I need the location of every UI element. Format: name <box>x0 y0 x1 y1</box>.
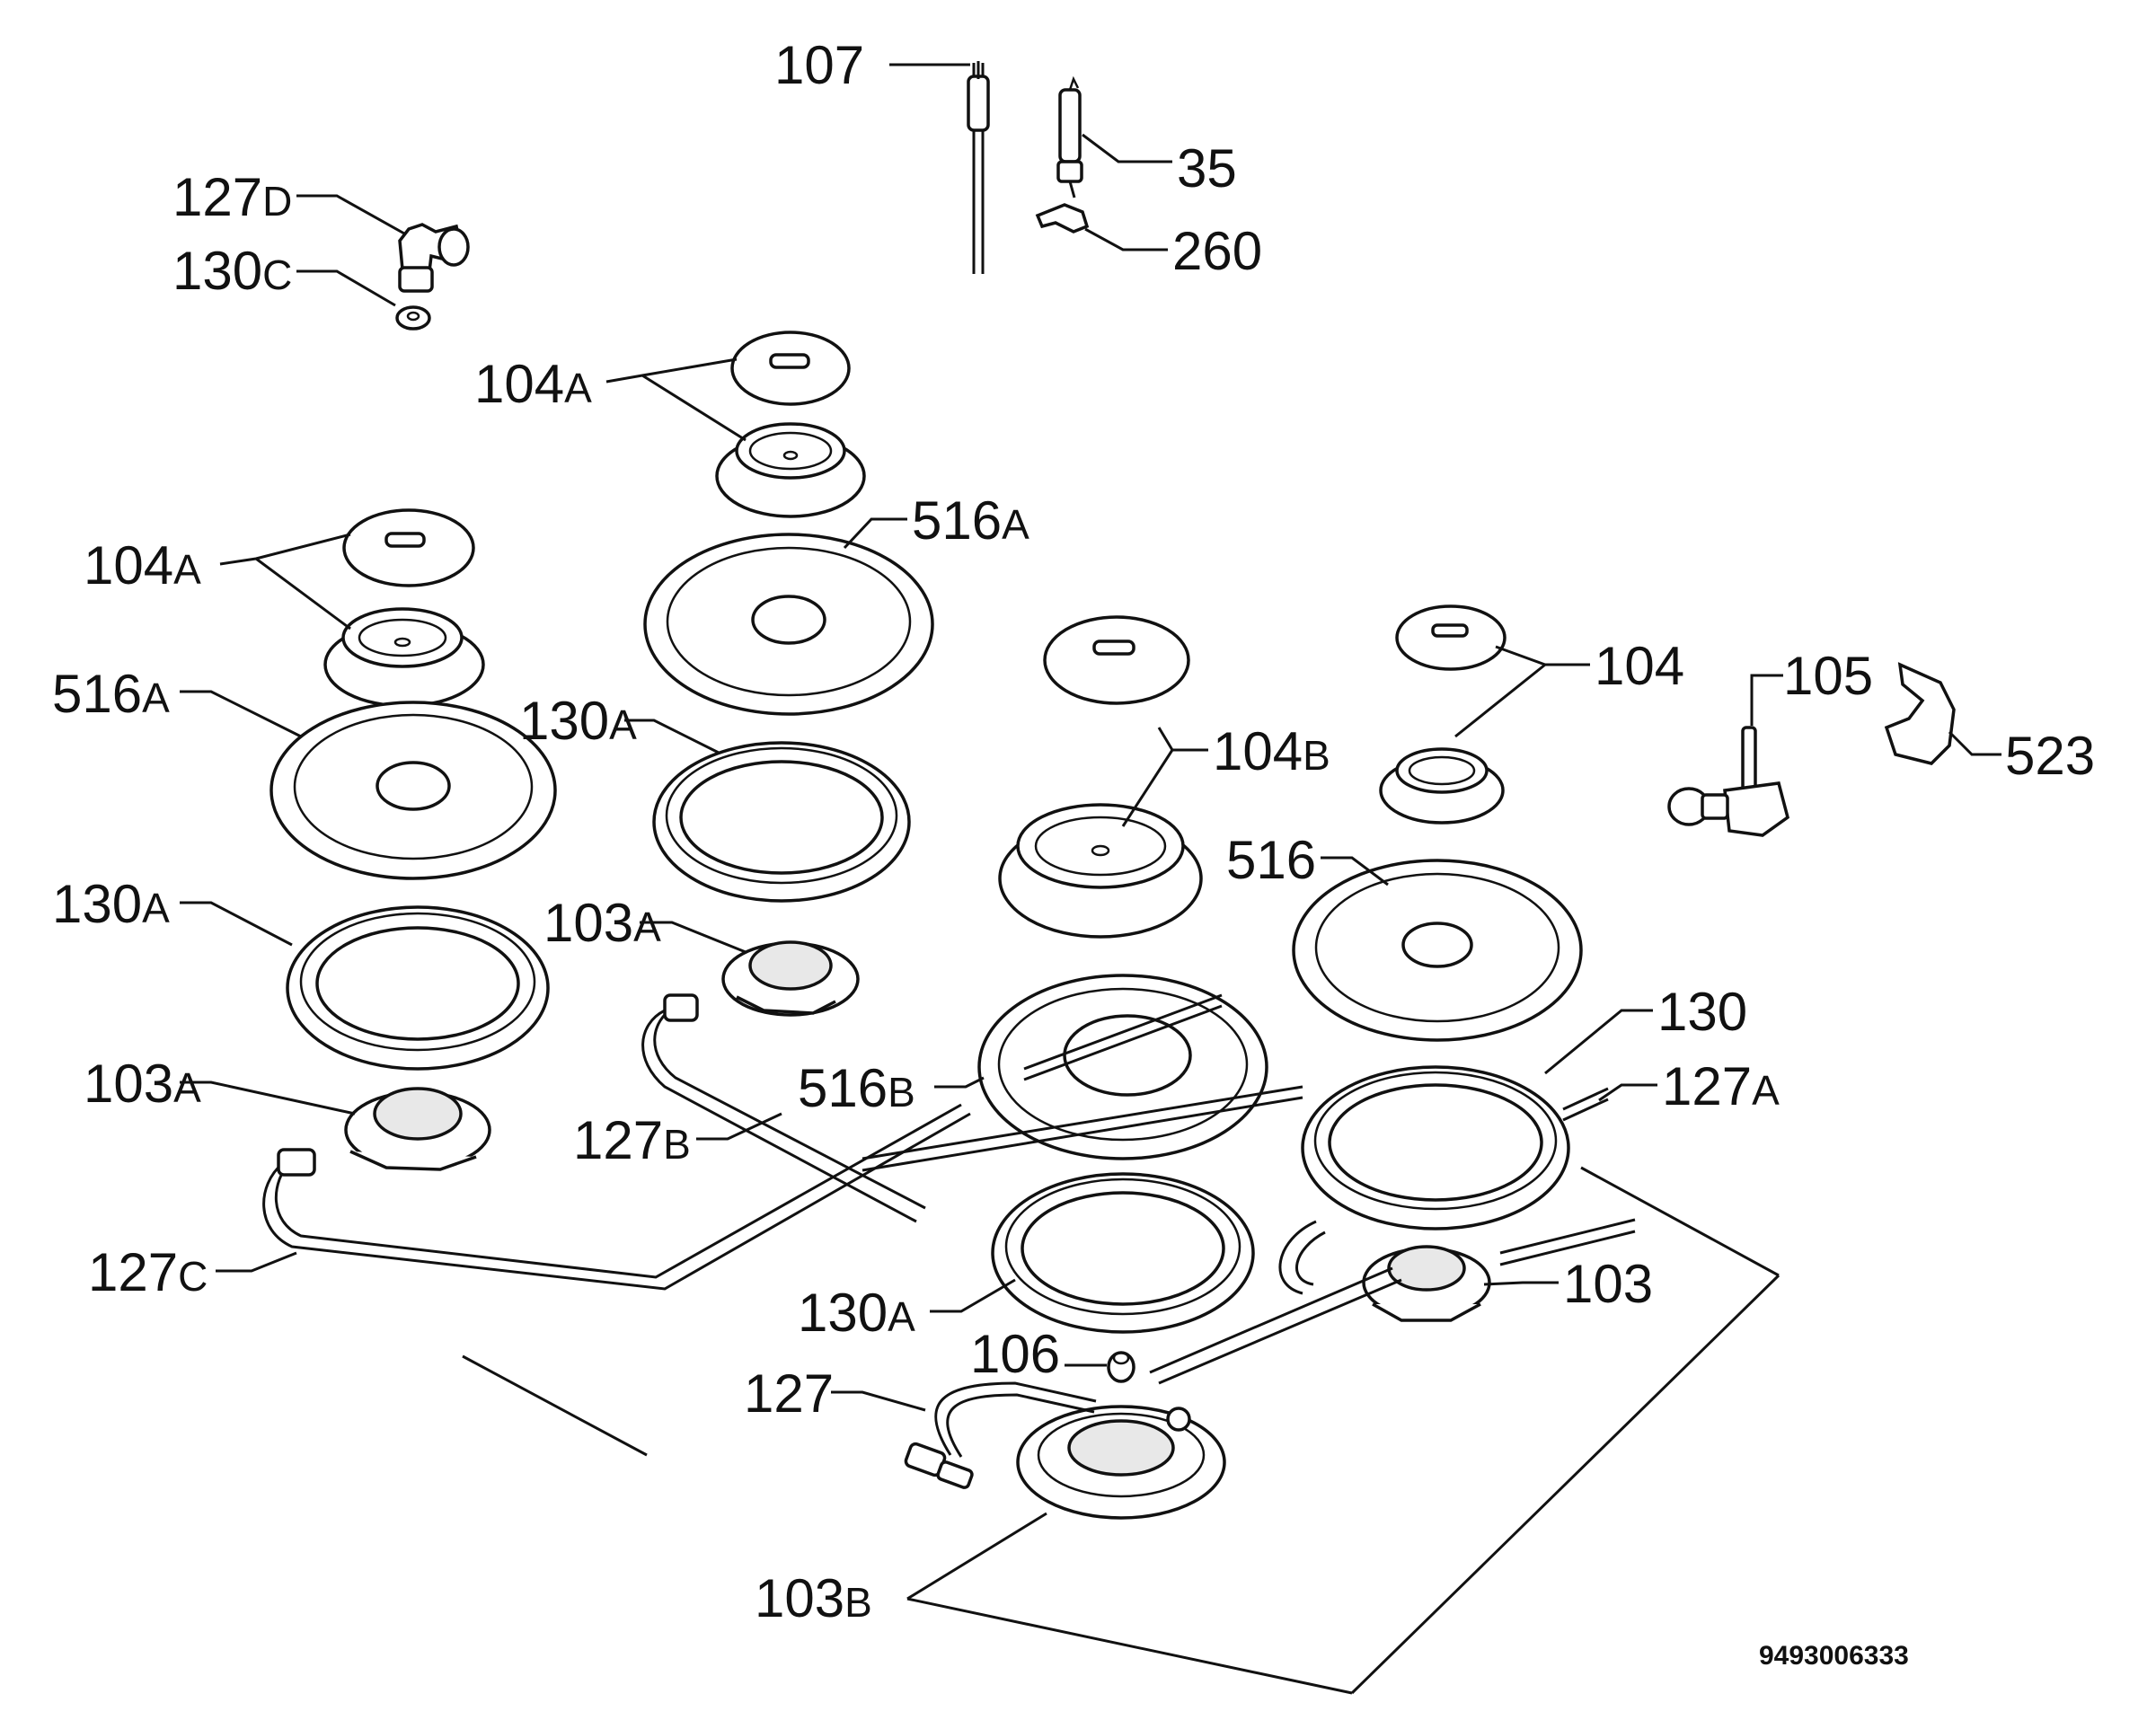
part-104b-head <box>998 803 1203 939</box>
part-130c-washer <box>395 305 431 331</box>
label-104-right: 104 <box>1595 636 1684 696</box>
part-260-clip <box>1035 203 1090 234</box>
label-103b: 103B <box>755 1568 872 1628</box>
label-127d: 127D <box>172 167 292 227</box>
label-516b: 516B <box>798 1058 915 1118</box>
label-516a-left: 516A <box>52 664 170 724</box>
label-107: 107 <box>774 35 864 95</box>
part-104a-left-cap <box>342 508 475 587</box>
drawing-code: 9493006333 <box>1759 1641 1909 1671</box>
part-103b-front-base <box>1016 1405 1226 1520</box>
part-516b-center-plate <box>977 974 1268 1160</box>
label-104a-top: 104A <box>474 354 592 414</box>
part-103a-middle-base <box>721 940 860 1017</box>
part-130-right-ring <box>1301 1065 1570 1230</box>
part-104a-top-head <box>715 422 866 518</box>
part-103a-left-base <box>344 1087 491 1171</box>
label-130-right: 130 <box>1657 982 1747 1042</box>
part-104a-top-cap <box>730 331 851 406</box>
label-130c: 130C <box>172 241 292 301</box>
label-104b: 104B <box>1213 721 1330 781</box>
label-127a: 127A <box>1662 1056 1780 1116</box>
label-105: 105 <box>1783 646 1873 706</box>
label-104a-left: 104A <box>84 535 201 595</box>
label-127b: 127B <box>573 1110 691 1170</box>
label-127: 127 <box>744 1363 834 1424</box>
label-103-right: 103 <box>1563 1254 1653 1314</box>
part-104a-left-head <box>323 607 485 708</box>
hob-outline <box>462 1166 1780 1695</box>
label-130a-center: 130A <box>798 1283 915 1343</box>
label-103a-left: 103A <box>84 1054 201 1114</box>
label-103a-middle: 103A <box>543 893 661 953</box>
part-104-right-cap <box>1395 604 1507 671</box>
part-130a-middle-ring <box>652 741 911 903</box>
label-516-right: 516 <box>1226 830 1316 890</box>
part-516a-middle-plate <box>643 533 934 716</box>
part-labels: 107 35 260 127D 130C 104A 104A 516A 516A… <box>52 35 2095 1671</box>
part-130a-left-ring <box>286 905 550 1071</box>
part-107-thermocouple <box>967 61 990 274</box>
label-106: 106 <box>970 1324 1060 1384</box>
label-523: 523 <box>2005 726 2095 786</box>
part-130a-center-ring <box>991 1172 1255 1334</box>
label-35: 35 <box>1177 138 1237 198</box>
part-103-right-base <box>1362 1245 1491 1322</box>
part-516-right-plate <box>1292 859 1583 1042</box>
label-130a-middle: 130A <box>519 691 637 751</box>
part-104b-cap <box>1043 615 1190 705</box>
label-260: 260 <box>1172 221 1262 281</box>
part-104-right-head <box>1379 747 1505 825</box>
part-35-igniter <box>1056 75 1083 198</box>
label-127c: 127C <box>88 1242 208 1302</box>
label-516a-middle: 516A <box>912 490 1029 551</box>
part-106-injector <box>1107 1351 1135 1383</box>
gas-pipes <box>262 993 1636 1489</box>
part-105-tap <box>1667 726 1789 837</box>
part-523-bracket <box>1884 662 1956 765</box>
label-130a-left: 130A <box>52 874 170 934</box>
leader-lines <box>180 63 2001 1601</box>
part-516a-left-plate <box>270 701 557 880</box>
part-127d-elbow <box>398 223 470 293</box>
